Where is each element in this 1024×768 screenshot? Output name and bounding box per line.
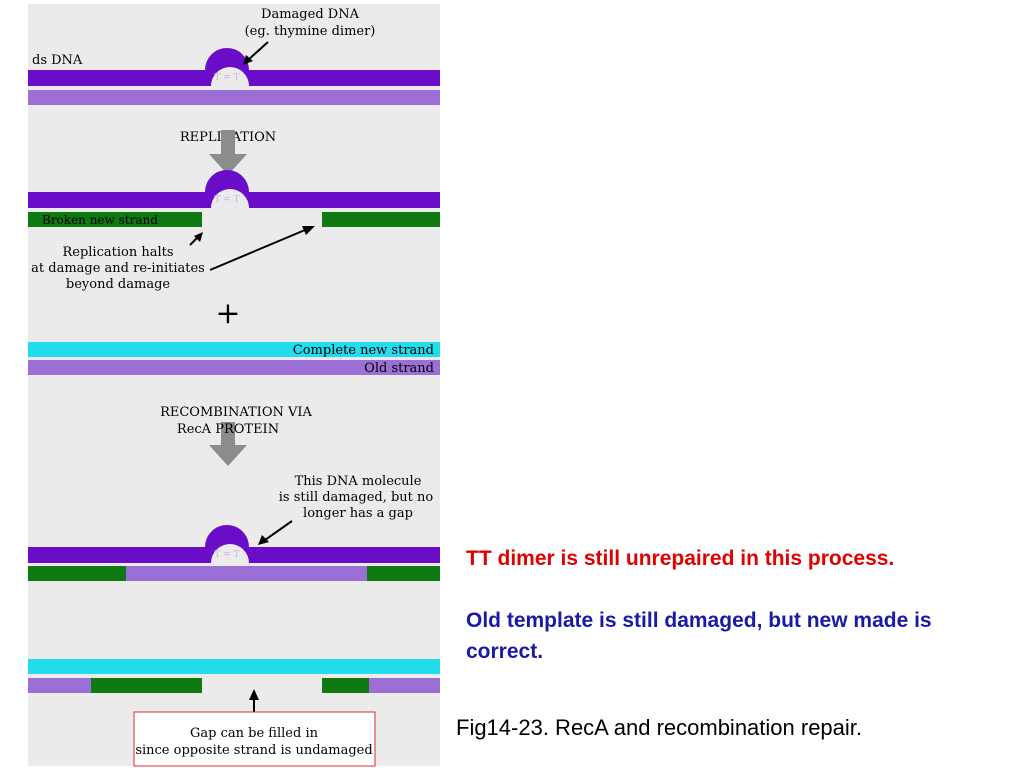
replication-step: REPLICATION <box>180 130 276 175</box>
gap-note-box <box>133 711 376 767</box>
tt-dimer-label-2: T = T <box>214 195 239 205</box>
template-damaged-note: Old template is still damaged, but new m… <box>466 609 932 663</box>
damaged-dna-example-label: (eg. thymine dimer) <box>245 24 376 39</box>
broken-new-strand-right <box>322 212 440 227</box>
old-strand-right-5 <box>369 678 440 693</box>
gap-label-2: since opposite strand is undamaged <box>135 743 372 758</box>
old-strand-patch-4 <box>126 566 367 581</box>
old-strand-bar <box>28 360 440 375</box>
gapped-duplex-section: Gap can be filled in since opposite stra… <box>28 659 440 767</box>
old-strand-label: Old strand <box>364 361 434 376</box>
ds-dna-section: T = T ds DNA Damaged DNA (eg. thymine di… <box>28 7 440 105</box>
dark-strand-top <box>28 48 440 86</box>
broken-strand-section: T = T Broken new strand Replication halt… <box>28 170 440 331</box>
diagram-panel <box>28 4 440 766</box>
recombination-label-2: RecA PROTEIN <box>177 422 279 437</box>
new-strand-left-4 <box>28 566 126 581</box>
still-damaged-label-3: longer has a gap <box>303 506 413 521</box>
complete-new-strand-bar <box>28 342 440 357</box>
recombination-step: RECOMBINATION VIA RecA PROTEIN <box>160 405 313 466</box>
broken-new-strand-left <box>28 212 202 227</box>
still-damaged-label-2: is still damaged, but no <box>279 490 434 505</box>
new-strand-left-5 <box>91 678 202 693</box>
halts-label-3: beyond damage <box>66 277 170 292</box>
damage-pointer-arrow-line <box>247 41 269 61</box>
new-strand-right-4 <box>367 566 440 581</box>
recombination-label-1: RECOMBINATION VIA <box>160 405 312 420</box>
plus-sign: + <box>215 296 240 331</box>
recombination-arrow-icon <box>209 422 247 466</box>
dark-strand-2 <box>28 170 440 208</box>
ds-dna-label: ds DNA <box>32 53 83 68</box>
complete-new-strand-label: Complete new strand <box>293 343 434 358</box>
new-strand-right-5 <box>322 678 369 693</box>
still-damaged-pointer-head <box>258 535 269 545</box>
unrepaired-dimer-note: TT dimer is still unrepaired in this pro… <box>466 547 895 570</box>
broken-new-strand-label: Broken new strand <box>42 213 158 227</box>
gap-pointer-head <box>249 689 259 700</box>
tt-dimer-label-1: T = T <box>214 73 239 83</box>
damaged-dna-label: Damaged DNA <box>261 7 360 22</box>
replication-arrow-icon <box>209 130 247 175</box>
gap-label-1: Gap can be filled in <box>190 726 319 741</box>
complete-new-strand-5 <box>28 659 440 674</box>
halts-pointer-left-head <box>194 232 203 242</box>
figure-caption: Fig14-23. RecA and recombination repair. <box>456 715 863 740</box>
still-damaged-pointer-line <box>264 520 293 541</box>
tt-dimer-label-3: T = T <box>214 550 239 560</box>
repaired-damaged-section: This DNA molecule is still damaged, but … <box>28 474 440 581</box>
sister-duplex-section: Complete new strand Old strand <box>28 342 440 376</box>
reinitiate-pointer-line <box>209 229 306 271</box>
damage-pointer-arrow-head <box>243 55 253 65</box>
reinitiate-pointer-head <box>302 226 315 235</box>
still-damaged-label-1: This DNA molecule <box>295 474 422 489</box>
halts-label-2: at damage and re-initiates <box>31 261 205 276</box>
dark-strand-4 <box>28 525 440 563</box>
halts-label-1: Replication halts <box>62 245 173 260</box>
light-strand-top <box>28 90 440 105</box>
old-strand-left-5 <box>28 678 91 693</box>
